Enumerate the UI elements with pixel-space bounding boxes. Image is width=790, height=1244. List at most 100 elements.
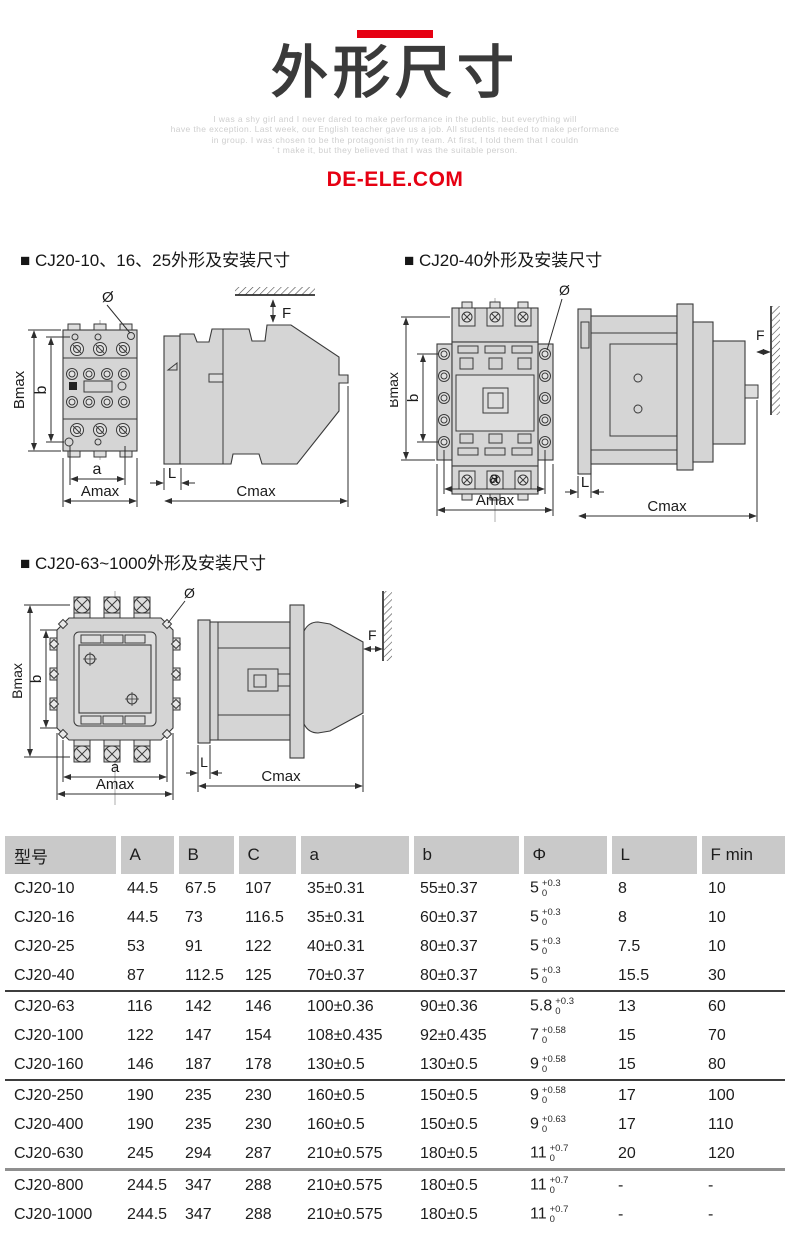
model-cell: CJ20-40 (14, 966, 75, 984)
value-cell: 122 (127, 1026, 154, 1044)
section-header-cj20-10-16-25: ■ CJ20-10、16、25外形及安装尺寸 (20, 251, 291, 270)
dim-label-cmax: Cmax (261, 768, 301, 785)
value-cell: 347 (185, 1205, 212, 1223)
dim-label-bmax: Bmax (10, 663, 25, 699)
dim-label-cmax: Cmax (236, 483, 276, 500)
value-cell: 8 (618, 908, 627, 926)
column-header: F min (699, 836, 785, 874)
phi-base: 9 (530, 1055, 539, 1073)
value-cell: 70±0.37 (307, 966, 365, 984)
value-cell: 230 (245, 1115, 272, 1133)
dim-label-f: F (756, 327, 765, 343)
value-cell: 180±0.5 (420, 1176, 478, 1194)
page-header: 外形尺寸 I was a shy girl and I never dared … (0, 0, 790, 192)
phi-base: 5 (530, 879, 539, 897)
value-cell: 210±0.575 (307, 1144, 383, 1162)
model-cell: CJ20-630 (14, 1144, 84, 1162)
value-cell: 288 (245, 1176, 272, 1194)
model-cell: CJ20-1000 (14, 1205, 93, 1223)
phi-base: 5 (530, 966, 539, 984)
value-cell: 30 (708, 966, 726, 984)
value-cell: 53 (127, 937, 145, 955)
phi-base: 11 (530, 1205, 547, 1223)
side-view-dimensions: L Cmax (150, 386, 349, 507)
watermark-line: in group. I was chosen to be the protago… (211, 134, 579, 145)
value-cell: - (708, 1205, 714, 1223)
side-view: F (163, 287, 349, 465)
dim-label-a: a (93, 461, 102, 478)
dim-label-dia: Ø (559, 282, 570, 298)
value-cell: 287 (245, 1144, 272, 1162)
model-cell: CJ20-100 (14, 1026, 84, 1044)
model-cell: CJ20-10 (14, 879, 75, 897)
website-text: DE-ELE.COM (326, 167, 464, 191)
value-cell: 130±0.5 (420, 1055, 478, 1073)
value-cell: 147 (185, 1026, 212, 1044)
value-cell: 15 (618, 1055, 636, 1073)
phi-base: 5 (530, 937, 539, 955)
value-cell: - (618, 1176, 624, 1194)
column-header: L (609, 836, 702, 874)
phi-base: 11 (530, 1176, 547, 1194)
value-cell: 7.5 (618, 937, 641, 955)
page-title: 外形尺寸 (271, 41, 519, 105)
value-cell: 288 (245, 1205, 272, 1223)
value-cell: 116 (127, 997, 153, 1015)
side-view-dimensions: L Cmax (565, 400, 758, 522)
dim-label-b: b (28, 675, 45, 683)
value-cell: 80±0.37 (420, 937, 478, 955)
value-cell: 10 (708, 879, 726, 897)
value-cell: 187 (185, 1055, 212, 1073)
phi-base: 9 (530, 1115, 539, 1133)
value-cell: 67.5 (185, 879, 217, 897)
section-header-cj20-40: ■ CJ20-40外形及安装尺寸 (404, 251, 603, 270)
column-header: B (176, 836, 239, 874)
dim-label-a: a (111, 759, 120, 776)
value-cell: 108±0.435 (307, 1026, 383, 1044)
value-cell: 92±0.435 (420, 1026, 487, 1044)
value-cell: 112.5 (185, 966, 224, 984)
value-cell: 150±0.5 (420, 1115, 478, 1133)
column-header: 型号 (5, 836, 121, 874)
drawing-cj20-40: Bmax b a Amax Ø (390, 282, 780, 522)
dim-label-f: F (282, 305, 291, 322)
value-cell: 146 (127, 1055, 154, 1073)
model-cell: CJ20-160 (14, 1055, 84, 1073)
front-view-dimensions: Bmax b a Amax Ø (11, 289, 138, 507)
dim-label-l: L (200, 754, 208, 770)
dim-label-cmax: Cmax (647, 498, 687, 515)
value-cell: 120 (708, 1144, 735, 1162)
model-cell: CJ20-400 (14, 1115, 84, 1133)
value-cell: 35±0.31 (307, 879, 365, 897)
column-header: a (298, 836, 414, 874)
column-header: b (411, 836, 524, 874)
value-cell: 125 (245, 966, 272, 984)
value-cell: 130±0.5 (307, 1055, 365, 1073)
value-cell: - (708, 1176, 714, 1194)
value-cell: 116.5 (245, 908, 284, 926)
value-cell: 10 (708, 908, 726, 926)
value-cell: 8 (618, 879, 627, 897)
value-cell: 44.5 (127, 908, 159, 926)
model-cell: CJ20-800 (14, 1176, 84, 1194)
column-header: A (118, 836, 179, 874)
value-cell: 13 (618, 997, 636, 1015)
value-cell: 142 (185, 997, 212, 1015)
dim-label-bmax: Bmax (11, 370, 28, 409)
